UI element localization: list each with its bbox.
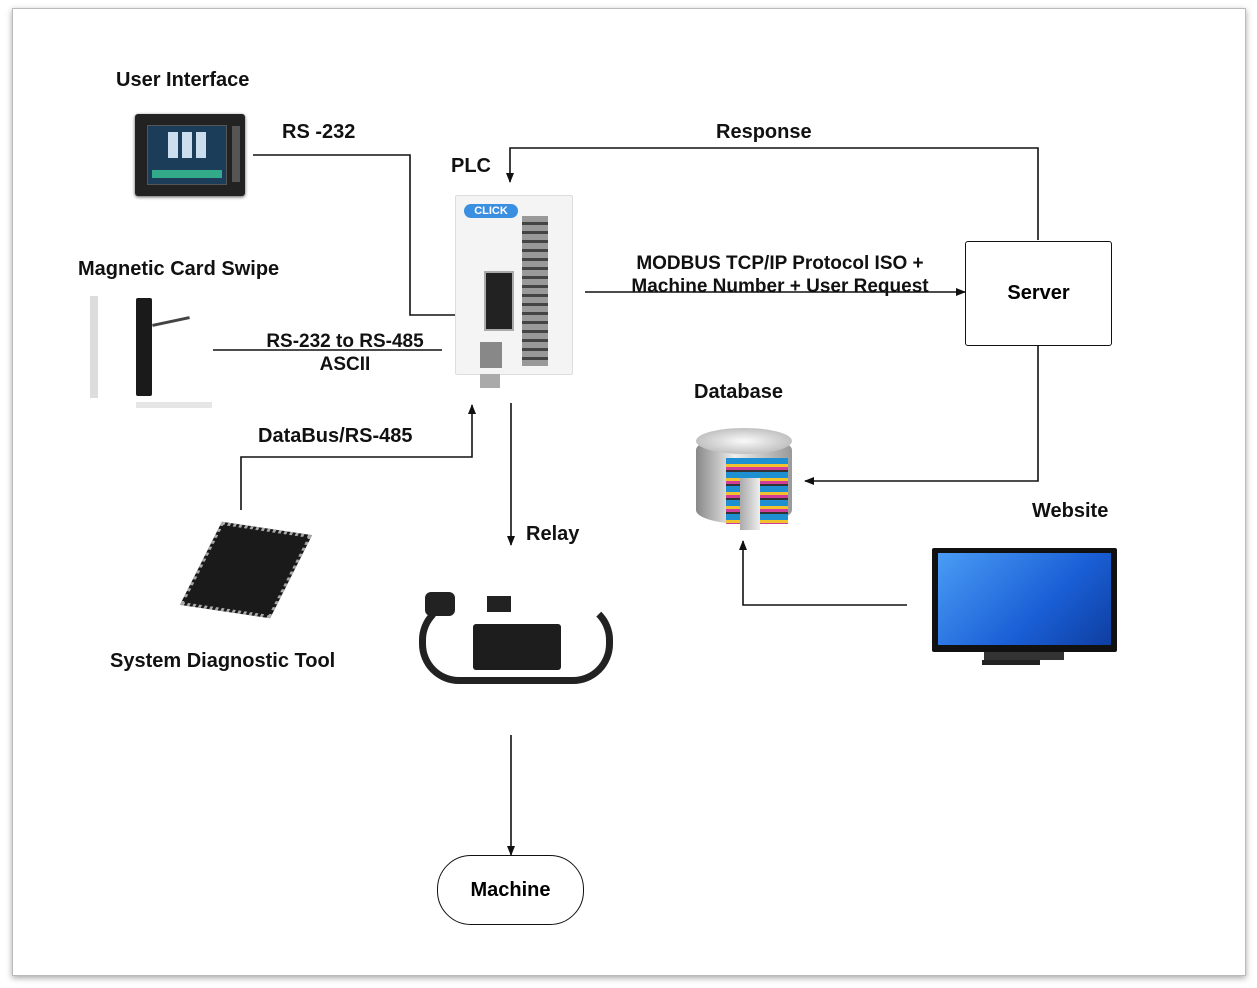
response-label: Response [716, 121, 812, 143]
diagnostic-label: System Diagnostic Tool [110, 650, 336, 672]
rs232-label: RS -232 [282, 121, 356, 143]
monitor-icon [932, 548, 1117, 668]
edge-server-db [804, 345, 1039, 485]
relay-label: Relay [526, 523, 580, 545]
rs485-label: RS-232 to RS-485 ASCII [250, 330, 440, 376]
chip-image [179, 520, 313, 620]
rs485-line1: RS-232 to RS-485 [266, 331, 424, 352]
databus-label: DataBus/RS-485 [258, 425, 413, 447]
rs485-line2: ASCII [319, 354, 371, 375]
user-interface-label: User Interface [116, 69, 250, 91]
magnetic-card-label: Magnetic Card Swipe [78, 258, 280, 280]
relay-image [413, 570, 613, 710]
plc-label: PLC [451, 155, 491, 177]
database-icon [696, 428, 792, 532]
modbus-line1: MODBUS TCP/IP Protocol ISO + [636, 253, 924, 274]
database-label: Database [694, 381, 783, 403]
server-node: Server [965, 241, 1112, 346]
server-label: Server [1007, 282, 1070, 304]
plc-image: CLICK [455, 195, 573, 388]
machine-node: Machine [437, 855, 584, 925]
hmi-image [135, 114, 245, 196]
edge-databus [240, 404, 476, 510]
edge-rs232 [253, 154, 491, 319]
plc-logo: CLICK [464, 204, 518, 218]
edge-website-db [739, 540, 907, 606]
modbus-line2: Machine Number + User Request [631, 276, 929, 297]
edge-response [506, 147, 1039, 240]
modbus-label: MODBUS TCP/IP Protocol ISO + Machine Num… [600, 252, 960, 298]
machine-label: Machine [470, 878, 551, 901]
website-label: Website [1032, 500, 1109, 522]
card-reader-image [90, 292, 212, 408]
